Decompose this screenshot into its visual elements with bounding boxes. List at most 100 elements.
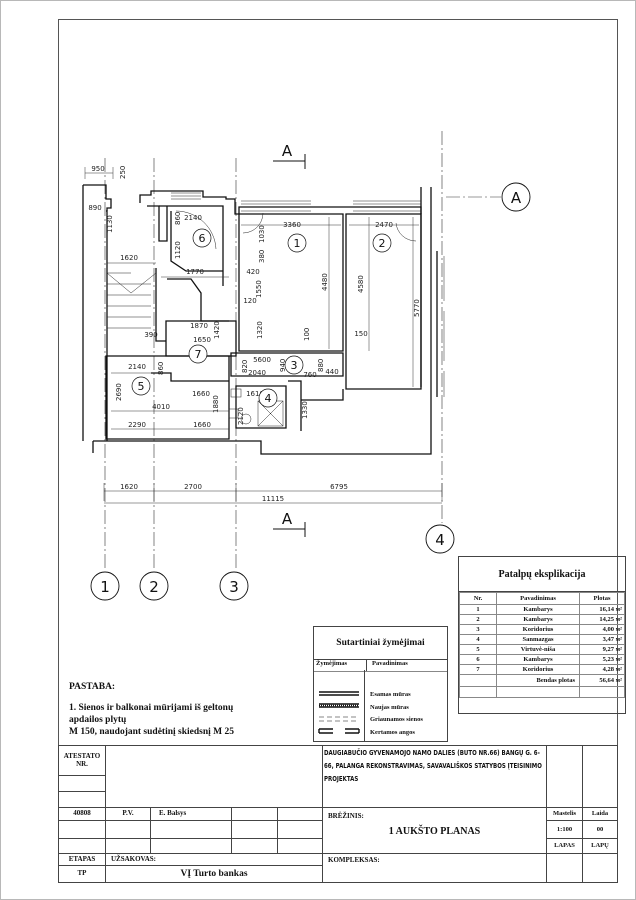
dim-label: 2140 — [128, 363, 146, 371]
dim-label: 380 — [258, 250, 266, 263]
axis-label-2: 2 — [149, 578, 159, 596]
dim-label: 420 — [246, 268, 259, 276]
room-number: 6 — [199, 232, 206, 245]
notes-body: 1. Sienos ir balkonai mūrijami iš gelton… — [69, 702, 234, 738]
dim-label: 150 — [354, 330, 367, 338]
room-number: 4 — [265, 392, 272, 405]
notes-title: PASTABA: — [69, 682, 116, 692]
axis-bubble-1 — [90, 571, 120, 601]
legend-item: Kertamos angos — [370, 728, 415, 736]
section-line-top — [273, 154, 306, 169]
room-name: Virtuvė-niša — [496, 644, 580, 655]
room-name: Koridorius — [496, 624, 580, 635]
room-number: 1 — [294, 237, 301, 250]
room-marker-6 — [192, 228, 212, 248]
room-marker-5 — [131, 376, 151, 396]
dim-label: 950 — [91, 165, 104, 173]
atestato-label: ATESTATO NR. — [58, 745, 106, 776]
scale-label: Mastelis — [546, 807, 583, 821]
dim-label: 860 — [174, 212, 182, 225]
dim-label: 4480 — [321, 273, 329, 291]
dim-label: 1880 — [212, 395, 220, 413]
dim-label: 2040 — [248, 369, 266, 377]
dim-label: 880 — [317, 359, 325, 372]
dim-label: 1620 — [120, 483, 138, 491]
dimension-lines — [84, 167, 443, 504]
room-area: 4,28 м² — [579, 664, 625, 675]
room-marker-1 — [287, 233, 307, 253]
col-header-name: Pavadinimas — [496, 592, 580, 605]
dim-label: 120 — [243, 297, 256, 305]
explication-table: Patalpų eksplikacija Nr. Pavadinimas Plo… — [458, 556, 626, 714]
axis-label-a: A — [511, 189, 522, 207]
room-area: 16,14 м² — [579, 604, 625, 615]
axis-label-4: 4 — [435, 531, 445, 549]
client-name: VĮ Turto bankas — [105, 865, 323, 883]
room-name: Kambarys — [496, 604, 580, 615]
dim-label: 760 — [303, 371, 316, 379]
dim-label: 6795 — [330, 483, 348, 491]
axis-bubble-4 — [425, 524, 455, 554]
dim-label: 1870 — [190, 322, 208, 330]
room-number: 5 — [138, 380, 145, 393]
legend-items: Esamas mūras Naujas mūras Griaunamos sie… — [370, 689, 423, 739]
dim-label: 860 — [157, 362, 165, 375]
role: P.V. — [105, 807, 151, 821]
dim-label: 4010 — [152, 403, 170, 411]
row-number: 1 — [459, 604, 497, 615]
axis-bubble-2 — [139, 571, 169, 601]
axis-bubble-3 — [219, 571, 249, 601]
dim-label: 5770 — [413, 299, 421, 317]
drawing-label: BRĖŽINIS: — [328, 812, 364, 820]
certificate-number: 40808 — [58, 807, 106, 821]
dim-label: 2290 — [128, 421, 146, 429]
project-title: DAUGIABUČIO GYVENAMOJO NAMO DALIES (BUTO… — [324, 749, 542, 783]
section-mark-top: A — [282, 142, 293, 160]
room-marker-7 — [188, 344, 208, 364]
edition-label: Laida — [582, 807, 618, 821]
dim-label: 100 — [303, 328, 311, 341]
dim-label: 2470 — [375, 221, 393, 229]
dim-label: 1650 — [193, 336, 211, 344]
dim-label: 1320 — [256, 321, 264, 339]
dim-label: 1620 — [120, 254, 138, 262]
dim-label: 1610 — [246, 390, 264, 398]
note-line: apdailos plytų — [69, 715, 127, 725]
dim-label: 2120 — [237, 407, 245, 425]
room-marker-3 — [284, 355, 304, 375]
dim-label: 1120 — [174, 241, 182, 259]
room-number: 2 — [379, 237, 386, 250]
person-name: E. Balsys — [150, 807, 232, 821]
dim-label: 390 — [144, 331, 157, 339]
row-number: 6 — [459, 654, 497, 665]
note-line: M 150, naudojant sudėtinį skiedsnį M 25 — [69, 727, 234, 737]
room-name: Sanmazgas — [496, 634, 580, 645]
room-area: 3,47 м² — [579, 634, 625, 645]
total-unit: м² — [615, 677, 622, 684]
total-area: 56,64 — [599, 677, 614, 684]
dim-label: 1330 — [301, 401, 309, 419]
dim-label: 2140 — [184, 214, 202, 222]
col-header-area: Plotas — [579, 592, 625, 605]
room-marker-2 — [372, 233, 392, 253]
legend-box: Sutartiniai žymėjimai Žymėjimas Pavadini… — [313, 626, 448, 742]
row-number: 7 — [459, 664, 497, 675]
axis-label-1: 1 — [100, 578, 110, 596]
legend-item: Esamas mūras — [370, 691, 411, 698]
drawing-name: 1 AUKŠTO PLANAS — [388, 826, 481, 837]
section-line-bottom — [273, 522, 306, 537]
room-number: 3 — [291, 359, 298, 372]
dim-label: 5600 — [253, 356, 271, 364]
room-name: Koridorius — [496, 664, 580, 675]
room-marker-4 — [258, 388, 278, 408]
dim-label: 2700 — [184, 483, 202, 491]
dim-label: 2690 — [115, 383, 123, 401]
room-name: Kambarys — [496, 654, 580, 665]
dim-label: 250 — [119, 166, 127, 179]
